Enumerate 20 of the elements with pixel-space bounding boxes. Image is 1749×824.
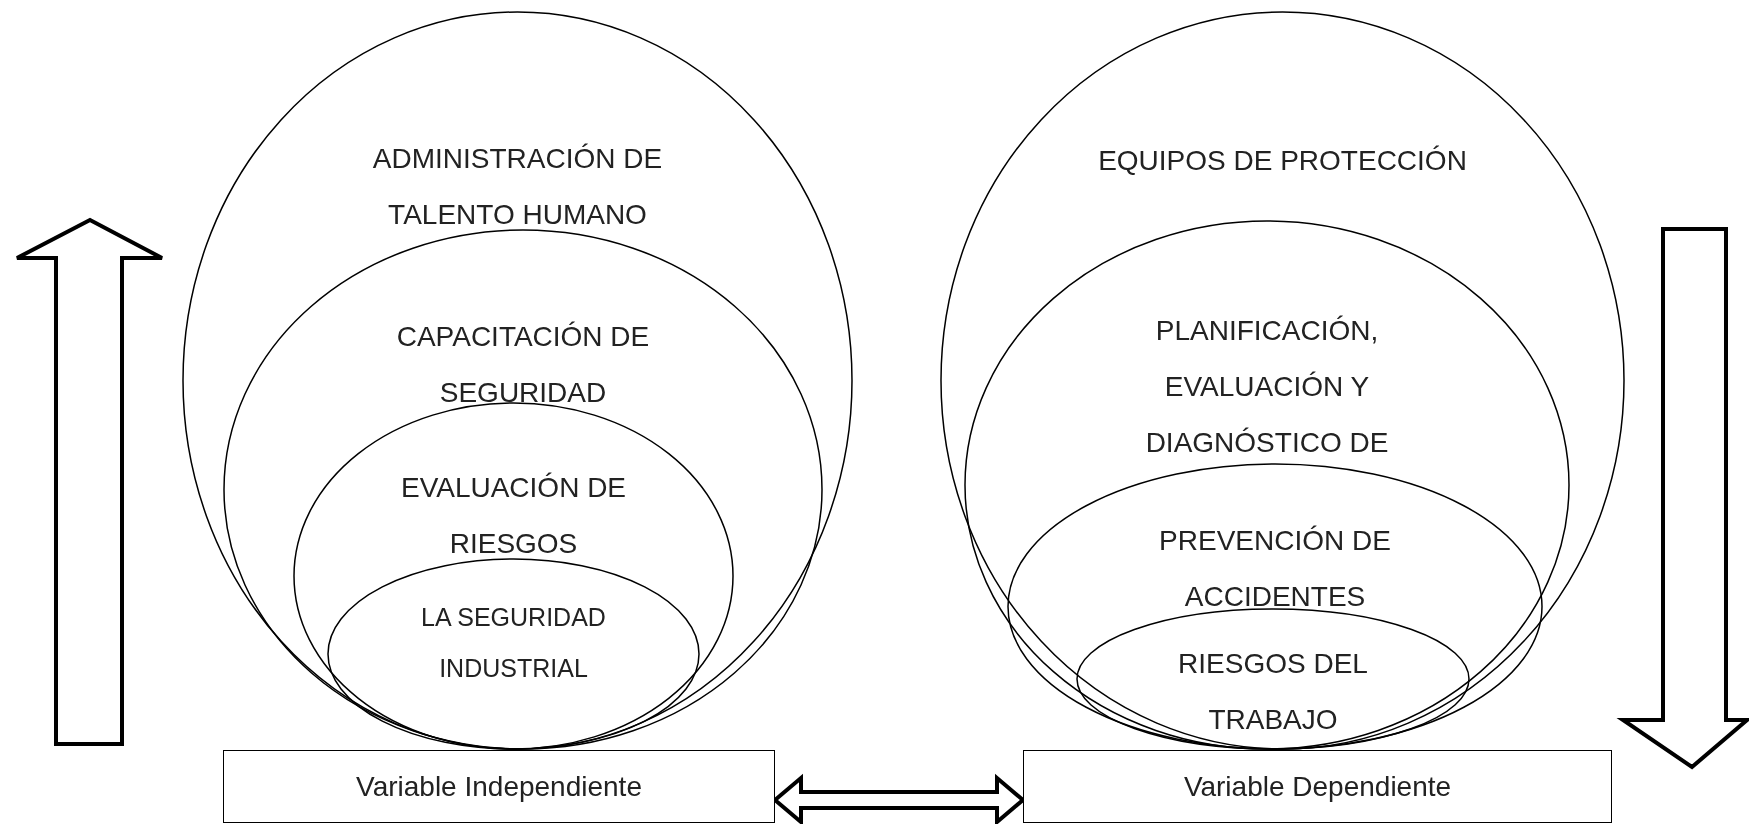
ellipse-shape: [293, 402, 734, 750]
ellipse-shape: [182, 11, 853, 750]
variable-box: [223, 750, 775, 823]
label-text: EVALUACIÓN DE RIESGOS: [399, 471, 628, 561]
ellipse-shape: [223, 229, 823, 750]
label-text: PLANIFICACIÓN, EVALUACIÓN Y DIAGNÓSTICO DE: [1144, 314, 1390, 460]
label-text: PREVENCIÓN DE ACCIDENTES: [1158, 524, 1392, 614]
ellipse-shape: [940, 11, 1625, 750]
ellipse-shape: [327, 558, 700, 750]
variable-box: [1023, 750, 1612, 823]
ellipse-shape: [964, 220, 1570, 750]
ellipse-shape: [1076, 608, 1470, 750]
label-text: RIESGOS DEL TRABAJO: [1177, 647, 1369, 737]
label-text: EQUIPOS DE PROTECCIÓN: [1097, 144, 1468, 178]
label-text: LA SEGURIDAD INDUSTRIAL: [420, 602, 607, 684]
label-text: CAPACITACIÓN DE SEGURIDAD: [395, 320, 651, 410]
ellipse-shape: [1007, 463, 1543, 750]
label-text: Variable Independiente: [355, 770, 643, 803]
label-text: Variable Dependiente: [1182, 770, 1453, 803]
label-text: ADMINISTRACIÓN DE TALENTO HUMANO: [371, 142, 664, 232]
